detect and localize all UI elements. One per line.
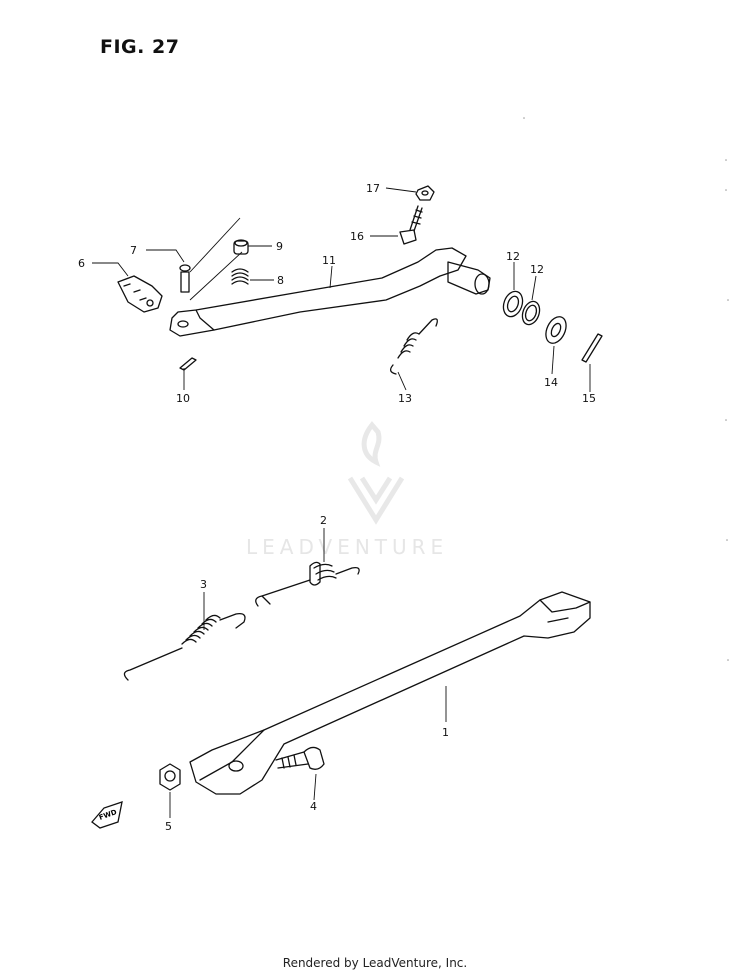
pedal-rubber bbox=[233, 239, 249, 255]
callout-12b: 12 bbox=[530, 263, 544, 276]
washer-14 bbox=[545, 316, 567, 344]
brake-pedal-arm bbox=[169, 247, 491, 337]
callout-11: 11 bbox=[322, 254, 336, 267]
watermark-text: LEADVENTURE bbox=[246, 535, 449, 559]
side-stand bbox=[189, 591, 591, 795]
callout-2: 2 bbox=[320, 514, 327, 527]
callout-15: 15 bbox=[582, 392, 596, 405]
callout-14: 14 bbox=[544, 376, 558, 389]
callout-8: 8 bbox=[277, 274, 284, 287]
callout-4: 4 bbox=[310, 800, 317, 813]
adjuster-nut bbox=[415, 185, 435, 201]
callout-3: 3 bbox=[200, 578, 207, 591]
callout-13: 13 bbox=[398, 392, 412, 405]
callout-6: 6 bbox=[78, 257, 85, 270]
stand-nut bbox=[159, 763, 181, 791]
footer-credit: Rendered by LeadVenture, Inc. bbox=[282, 956, 468, 970]
small-spring bbox=[231, 268, 249, 285]
adjuster-bolt bbox=[399, 205, 423, 245]
scan-specks bbox=[523, 117, 729, 661]
pivot-pin bbox=[179, 264, 191, 293]
callout-12a: 12 bbox=[506, 250, 520, 263]
washer-12a bbox=[502, 290, 524, 318]
figure-title: FIG. 27 bbox=[100, 36, 180, 58]
cotter-pin-small bbox=[179, 357, 197, 371]
stand-bolt bbox=[275, 746, 325, 770]
callouts: 6 7 9 8 11 10 17 16 12 12 13 14 15 2 3 1… bbox=[78, 182, 596, 833]
callout-1: 1 bbox=[442, 726, 449, 739]
fwd-arrow-icon: FWD bbox=[91, 801, 123, 829]
callout-16: 16 bbox=[350, 230, 364, 243]
stand-spring-inner bbox=[123, 613, 246, 681]
watermark-logo bbox=[347, 421, 405, 525]
return-spring bbox=[389, 318, 438, 375]
callout-9: 9 bbox=[276, 240, 283, 253]
stand-spring-outer bbox=[255, 561, 360, 607]
leader-lines bbox=[92, 187, 591, 818]
callout-17: 17 bbox=[366, 182, 380, 195]
callout-7: 7 bbox=[130, 244, 137, 257]
cotter-pin bbox=[581, 333, 603, 363]
washer-12b bbox=[521, 300, 541, 326]
callout-5: 5 bbox=[165, 820, 172, 833]
callout-10: 10 bbox=[176, 392, 190, 405]
pedal-tip bbox=[117, 275, 163, 313]
